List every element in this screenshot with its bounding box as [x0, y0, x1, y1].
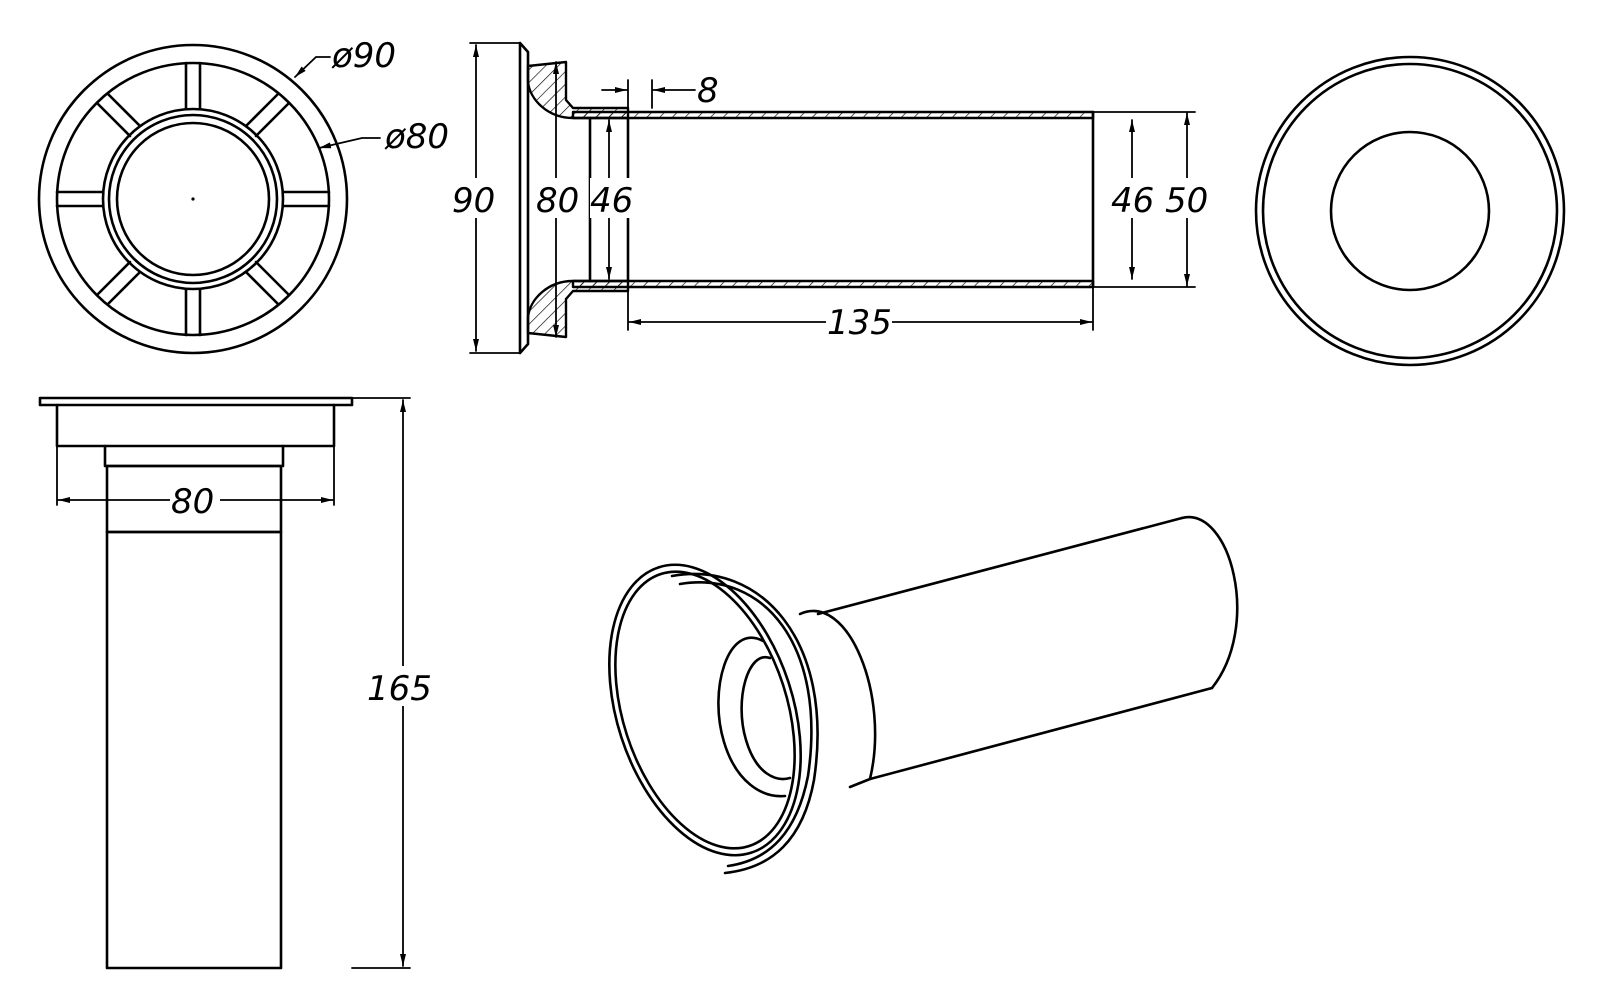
side-pipe-wall-bottom [571, 279, 1095, 289]
rear-outer-rim [1254, 55, 1566, 367]
front-inner-dia-callout: ø80 [318, 117, 449, 157]
front-outer-dia-label: ø90 [331, 36, 396, 76]
front-flange-ring [55, 61, 331, 337]
iso-flange-back-edge [670, 572, 819, 875]
front-outer-rim [37, 43, 349, 355]
front-hub-outer [101, 107, 285, 291]
rear-view [1254, 55, 1566, 367]
rear-bore [1329, 130, 1491, 292]
side-pipe-length-label: 135 [827, 303, 892, 343]
isometric-view [608, 515, 1239, 875]
side-flange-inner-label: 80 [536, 181, 579, 221]
front-hub-mid [107, 113, 279, 285]
top-flange-body [55, 403, 336, 448]
side-pipe-inner-left-label: 46 [590, 181, 633, 221]
top-view: 80 165 [38, 396, 436, 970]
front-view: ø90 ø80 [37, 36, 449, 355]
side-offset-label: 8 [697, 71, 719, 111]
top-socket [103, 444, 285, 468]
side-pipe-outer-label: 50 [1165, 181, 1208, 221]
front-bore [115, 121, 271, 277]
side-flange-height-label: 90 [452, 181, 495, 221]
front-ribs [55, 61, 331, 337]
iso-flange-face [608, 563, 802, 857]
iso-flange-back-edge-inner [678, 581, 813, 868]
iso-pipe-sides [816, 516, 1214, 781]
iso-pipe-end [1180, 515, 1239, 690]
top-flange-plate [38, 396, 354, 407]
front-outer-dia-callout: ø90 [294, 36, 396, 78]
top-pipe-body [105, 530, 283, 970]
side-section-view: 90 80 46 8 46 50 135 [452, 41, 1209, 355]
side-section-lower [526, 279, 630, 339]
top-length-label: 165 [367, 669, 432, 709]
side-pipe-wall-top [571, 110, 1095, 120]
iso-bore-outer [717, 636, 787, 798]
iso-bore-inner [740, 655, 792, 781]
front-center-point [191, 197, 195, 201]
iso-collar [798, 610, 877, 789]
iso-flange-inner-rim [614, 570, 796, 850]
top-width-label: 80 [171, 482, 214, 522]
rear-flange-ring [1261, 62, 1559, 360]
side-pipe-inner-right-label: 46 [1111, 181, 1154, 221]
side-flange-plate [518, 41, 530, 355]
front-inner-dia-label: ø80 [384, 117, 449, 157]
